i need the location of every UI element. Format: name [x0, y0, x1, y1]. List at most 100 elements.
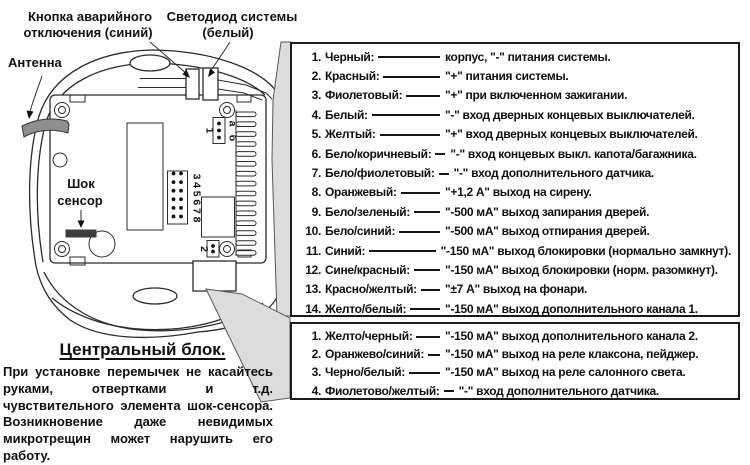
wire-number: 12. — [305, 262, 321, 277]
wire-leader-line — [413, 269, 440, 272]
mounting-holes — [54, 102, 235, 257]
wire-leader-line — [414, 211, 440, 214]
wire-leader-line — [371, 114, 440, 117]
wire-harness-band — [271, 41, 292, 317]
wire-color-label: Белый: — [325, 107, 368, 122]
wire-color-label: Желто/черный: — [325, 329, 413, 344]
wire-description: "+1,2 А" выход на сирену. — [445, 185, 592, 200]
svg-text:3: 3 — [191, 174, 203, 180]
wire-description: "-500 мА" выход запирания дверей. — [445, 204, 650, 219]
wire-row: 1. Черный: корпус, "-" питания системы. — [299, 47, 731, 66]
buzzer-circle — [88, 230, 116, 258]
wire-row: 14. Желто/белый: "-150 мА" выход дополни… — [299, 299, 731, 318]
pcb — [49, 94, 267, 266]
wire-number: 7. — [311, 166, 322, 181]
section-title: Центральный блок. — [59, 340, 226, 359]
wire-description: "-150 мА" выход блокировки (нормально за… — [440, 243, 732, 258]
wire-leader-line — [435, 153, 446, 156]
central-unit-diagram: а б 1 3 4 5 6 7 8 2 Кно — [8, 9, 298, 403]
button-arrowhead-icon — [182, 69, 190, 78]
wire-color-label: Красный: — [325, 69, 380, 84]
wire-number: 9. — [311, 204, 322, 219]
led-label-line1: Светодиод системы — [167, 9, 298, 24]
wire-number: 4. — [311, 107, 322, 122]
wire-description: "-" вход концевых выкл. капота/багажника… — [450, 146, 697, 161]
svg-text:7: 7 — [191, 208, 203, 214]
wire-color-label: Синий: — [325, 243, 366, 258]
wire-color-label: Бело/синий: — [325, 224, 396, 239]
jumper-dots — [171, 171, 183, 219]
svg-text:5: 5 — [191, 191, 203, 197]
ic-component — [201, 196, 235, 238]
shock-arrowhead-icon — [77, 220, 85, 228]
wire-number: 14. — [305, 301, 321, 316]
wire-number: 13. — [305, 282, 321, 297]
svg-text:6: 6 — [191, 199, 203, 205]
wire-description: корпус, "-" питания системы. — [445, 49, 611, 64]
wire-color-label: Желто/белый: — [325, 301, 407, 316]
antenna-arrowhead-icon — [26, 110, 34, 119]
wire-description: "-" вход дополнительного датчика. — [453, 166, 655, 181]
bottom-connector — [192, 260, 237, 292]
wire-leader-line — [438, 172, 449, 175]
callout-arrows — [26, 41, 231, 228]
wire-color-label: Черно/белый: — [325, 365, 406, 380]
casing-top-opening — [129, 54, 171, 72]
wire-color-label: Оранжево/синий: — [325, 347, 425, 362]
wire-number: 2. — [311, 69, 322, 84]
wire-row: 4. Белый: "-" вход дверных концевых выкл… — [299, 105, 731, 124]
jumper-block-1: а б 1 — [204, 117, 239, 144]
wire-row: 4. Фиолетово/желтый: "-" вход дополнител… — [299, 382, 731, 400]
wire-description: "+" вход дверных концевых выключателей. — [445, 127, 698, 142]
wire-row: 11. Синий: "-150 мА" выход блокировки (н… — [299, 241, 731, 260]
wire-row: 8. Оранжевый: "+1,2 А" выход на сирену. — [299, 183, 731, 202]
wire-description: "-150 мА" выход на реле клаксона, пейдже… — [445, 347, 699, 362]
casing-outline — [28, 49, 280, 339]
shock-label-line1: Шок — [67, 176, 95, 191]
led-arrowhead-icon — [208, 68, 215, 77]
wire-leader-line — [400, 191, 440, 194]
casing-inner-wall — [36, 62, 266, 263]
wire-row: 13. Красно/желтый: "±7 А" выход на фонар… — [299, 280, 731, 299]
wire-row: 5. Желтый: "+" вход дверных концевых вык… — [299, 125, 731, 144]
antenna-label: Антенна — [8, 55, 63, 70]
wire-leader-line — [379, 133, 440, 136]
wire-number: 4. — [311, 383, 322, 398]
wire-color-label: Сине/красный: — [325, 262, 410, 277]
wire-number: 3. — [311, 88, 322, 103]
wire-number: 2. — [311, 347, 322, 362]
wire-description: "-150 мА" выход блокировки (норм. разомк… — [445, 262, 718, 277]
warning-paragraph: При установке перемычек не касайтесь рук… — [3, 364, 273, 463]
wire-description: "-150 мА" выход на реле салонного света. — [445, 365, 686, 380]
wire-description: "+" питания системы. — [445, 69, 569, 84]
wire-color-label: Красно/желтый: — [325, 282, 417, 297]
wire-row: 1. Желто/черный: "-150 мА" выход дополни… — [299, 327, 731, 345]
wire-leader-line — [428, 353, 440, 356]
antenna-strip — [21, 118, 70, 138]
wire-row: 10. Бело/синий: "-500 мА" выход отпирани… — [299, 222, 731, 241]
casing-bottom-seam-2 — [51, 297, 226, 331]
wire-number: 10. — [305, 224, 321, 239]
wire-leader-line — [420, 288, 440, 291]
wire-list-primary: 1. Черный: корпус, "-" питания системы. … — [290, 42, 740, 317]
button-leader-line — [149, 41, 188, 75]
wire-description: "-" вход дополнительного датчика. — [458, 383, 660, 398]
wire-leader-line — [378, 56, 440, 59]
wire-number: 1. — [311, 329, 322, 344]
wire-list-secondary: 1. Желто/черный: "-150 мА" выход дополни… — [290, 322, 740, 400]
wire-leader-line — [410, 308, 440, 311]
wire-row: 3. Фиолетовый: "+" при включенном зажига… — [299, 86, 731, 105]
wire-row: 6. Бело/коричневый: "-" вход концевых вы… — [299, 144, 731, 163]
button-label-line2: отключения (синий) — [23, 25, 152, 40]
wire-color-label: Фиолетовый: — [325, 88, 403, 103]
wire-number: 1. — [311, 49, 322, 64]
casing-bottom-opening — [132, 287, 178, 305]
wire-leader-line — [406, 94, 440, 97]
connector-pins — [235, 111, 257, 256]
wire-description: "±7 А" выход на фонари. — [445, 282, 588, 297]
wire-leader-line — [416, 335, 440, 338]
shock-sensor-element — [65, 229, 97, 238]
jumper1-label-a: а — [227, 121, 239, 127]
led-wire-2 — [217, 88, 263, 101]
led-label-line2: (белый) — [202, 25, 253, 40]
